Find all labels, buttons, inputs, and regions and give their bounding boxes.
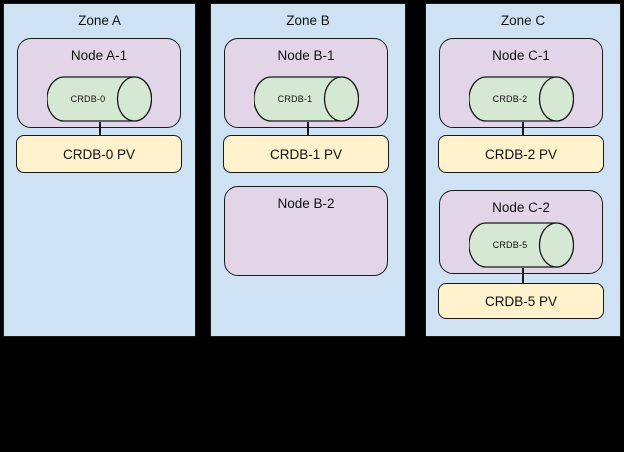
node-c-2-title: Node C-2 — [492, 200, 550, 215]
node-b-1-title: Node B-1 — [277, 48, 335, 63]
zone-a: Zone A Node A-1 CRDB-0 CRDB-0 PV — [3, 3, 196, 337]
db-crdb-2: CRDB-2 — [469, 76, 574, 122]
node-c-2: Node C-2 CRDB-5 — [439, 190, 603, 274]
pv-crdb-2: CRDB-2 PV — [438, 135, 604, 173]
pv-crdb-1: CRDB-1 PV — [223, 135, 389, 173]
node-a-1-title: Node A-1 — [70, 48, 128, 63]
zone-b-title: Zone B — [286, 13, 330, 28]
connector-crdb-2-to-pv — [522, 122, 524, 135]
db-crdb-5: CRDB-5 — [469, 222, 574, 268]
database-cylinder-icon — [469, 222, 574, 268]
database-cylinder-icon — [469, 76, 574, 122]
node-a-1: Node A-1 CRDB-0 — [17, 38, 181, 128]
database-cylinder-icon — [47, 76, 152, 122]
pv-crdb-5: CRDB-5 PV — [438, 283, 604, 319]
db-crdb-1-label: CRDB-1 — [277, 94, 313, 104]
db-crdb-0-label: CRDB-0 — [70, 94, 106, 104]
pv-crdb-2-label: CRDB-2 PV — [484, 146, 557, 162]
db-crdb-1: CRDB-1 — [254, 76, 359, 122]
pv-crdb-0-label: CRDB-0 PV — [62, 146, 135, 162]
node-c-1-title: Node C-1 — [492, 48, 550, 63]
connector-crdb-5-to-pv — [522, 268, 524, 283]
zone-a-title: Zone A — [78, 13, 121, 28]
db-crdb-2-label: CRDB-2 — [492, 94, 528, 104]
db-crdb-0: CRDB-0 — [47, 76, 152, 122]
zone-b: Zone B Node B-1 CRDB-1 CRDB-1 PV Node B-… — [210, 3, 406, 337]
node-b-2-title: Node B-2 — [277, 196, 335, 211]
node-c-1: Node C-1 CRDB-2 — [439, 38, 603, 128]
node-b-2: Node B-2 — [224, 186, 388, 276]
connector-crdb-1-to-pv — [307, 122, 309, 135]
connector-crdb-0-to-pv — [98, 122, 101, 135]
db-crdb-5-label: CRDB-5 — [492, 240, 528, 250]
node-b-1: Node B-1 CRDB-1 — [224, 38, 388, 128]
database-cylinder-icon — [254, 76, 359, 122]
pv-crdb-0: CRDB-0 PV — [16, 135, 182, 173]
zone-c-title: Zone C — [500, 13, 546, 28]
pv-crdb-1-label: CRDB-1 PV — [269, 146, 342, 162]
pv-crdb-5-label: CRDB-5 PV — [484, 293, 557, 309]
zone-c: Zone C Node C-1 CRDB-2 CRDB-2 PV Node C-… — [425, 3, 621, 337]
